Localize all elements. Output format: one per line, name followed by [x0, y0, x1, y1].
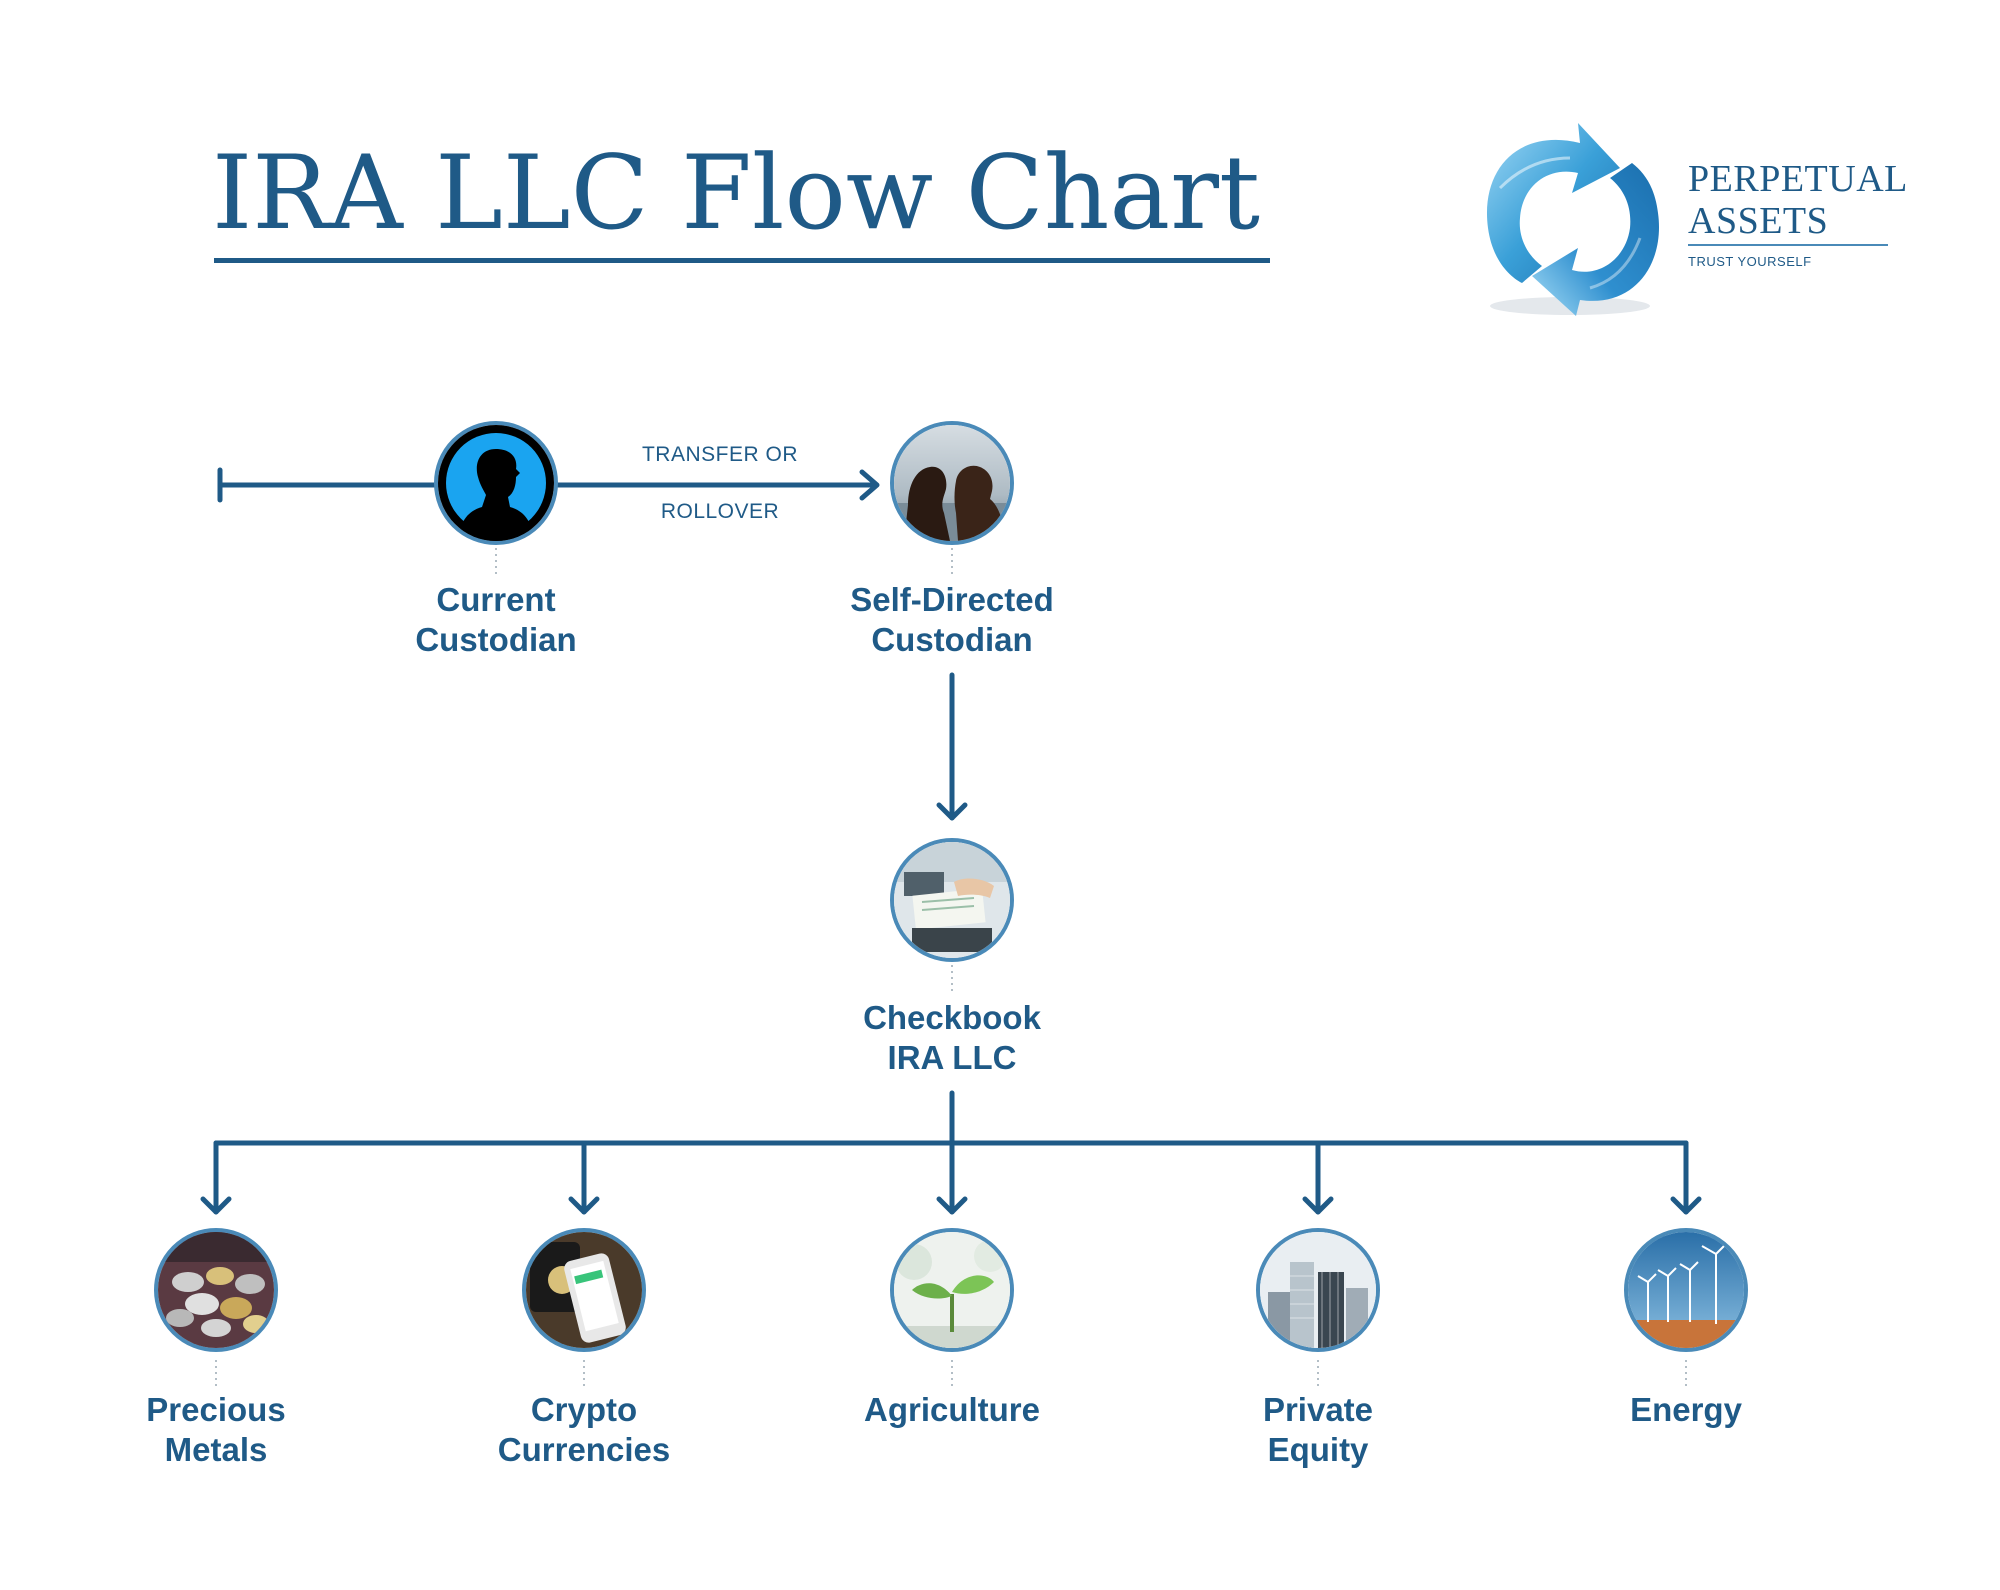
- arrow-crypto: [568, 1196, 600, 1215]
- agriculture-line1: Agriculture: [863, 1391, 1041, 1428]
- crypto-label: Crypto Currencies: [454, 1390, 714, 1469]
- arrow-energy: [1670, 1196, 1702, 1215]
- logo-divider: [1688, 244, 1888, 246]
- current-custodian-label: Current Custodian: [366, 580, 626, 659]
- crypto-line1: Crypto: [530, 1391, 638, 1428]
- edge-down-arrowhead: [936, 802, 968, 821]
- edge-label-rollover: ROLLOVER: [660, 500, 780, 523]
- checkbook-image: [890, 838, 1014, 962]
- self-directed-custodian-line2: Custodian: [871, 620, 1033, 658]
- energy-line1: Energy: [1630, 1391, 1742, 1428]
- private-equity-label: Private Equity: [1188, 1390, 1448, 1469]
- precious-metals-line2: Metals: [164, 1430, 268, 1468]
- edge-transfer-arrowhead: [859, 469, 880, 501]
- crypto-image: [522, 1228, 646, 1352]
- current-custodian-image: [434, 421, 558, 545]
- self-directed-custodian-image: [890, 421, 1014, 545]
- couple-silhouette-icon: [894, 425, 1010, 541]
- desk-paperwork-icon: [894, 842, 1010, 958]
- arrow-agriculture: [936, 1196, 968, 1215]
- self-directed-custodian-line1: Self-Directed: [850, 581, 1054, 618]
- precious-metals-image: [154, 1228, 278, 1352]
- precious-metals-label: Precious Metals: [86, 1390, 346, 1469]
- current-custodian-line1: Current: [436, 581, 556, 618]
- title-underline: [214, 258, 1270, 263]
- agriculture-image: [890, 1228, 1014, 1352]
- logo-line-2: ASSETS: [1688, 200, 1829, 242]
- wind-turbines-icon: [1628, 1232, 1744, 1348]
- logo-line-1: PERPETUAL: [1688, 158, 1908, 200]
- logo-tagline: TRUST YOURSELF: [1688, 254, 1812, 269]
- private-equity-image: [1256, 1228, 1380, 1352]
- edge-label-transfer: TRANSFER OR: [641, 443, 798, 466]
- self-directed-custodian-label: Self-Directed Custodian: [822, 580, 1082, 659]
- page-title: IRA LLC Flow Chart: [212, 134, 1260, 253]
- private-equity-line1: Private: [1262, 1391, 1374, 1428]
- crypto-phone-icon: [526, 1232, 642, 1348]
- skyscrapers-icon: [1260, 1232, 1376, 1348]
- checkbook-line2: IRA LLC: [887, 1038, 1017, 1076]
- energy-image: [1624, 1228, 1748, 1352]
- energy-label: Energy: [1556, 1390, 1816, 1430]
- arrow-metals: [200, 1196, 232, 1215]
- checkbook-label: Checkbook IRA LLC: [822, 998, 1082, 1077]
- precious-metals-line1: Precious: [146, 1391, 286, 1428]
- private-equity-line2: Equity: [1267, 1430, 1369, 1468]
- crypto-line2: Currencies: [497, 1430, 671, 1468]
- current-custodian-line2: Custodian: [415, 620, 577, 658]
- checkbook-line1: Checkbook: [863, 999, 1041, 1036]
- arrow-equity: [1302, 1196, 1334, 1215]
- perpetual-assets-logo: PERPETUAL ASSETS TRUST YOURSELF: [1460, 118, 1907, 318]
- agriculture-label: Agriculture: [822, 1390, 1082, 1430]
- coins-icon: [158, 1232, 274, 1348]
- recycle-arrows-logo-icon: [1486, 123, 1660, 316]
- sprout-icon: [894, 1232, 1010, 1348]
- person-silhouette-icon: [438, 425, 554, 541]
